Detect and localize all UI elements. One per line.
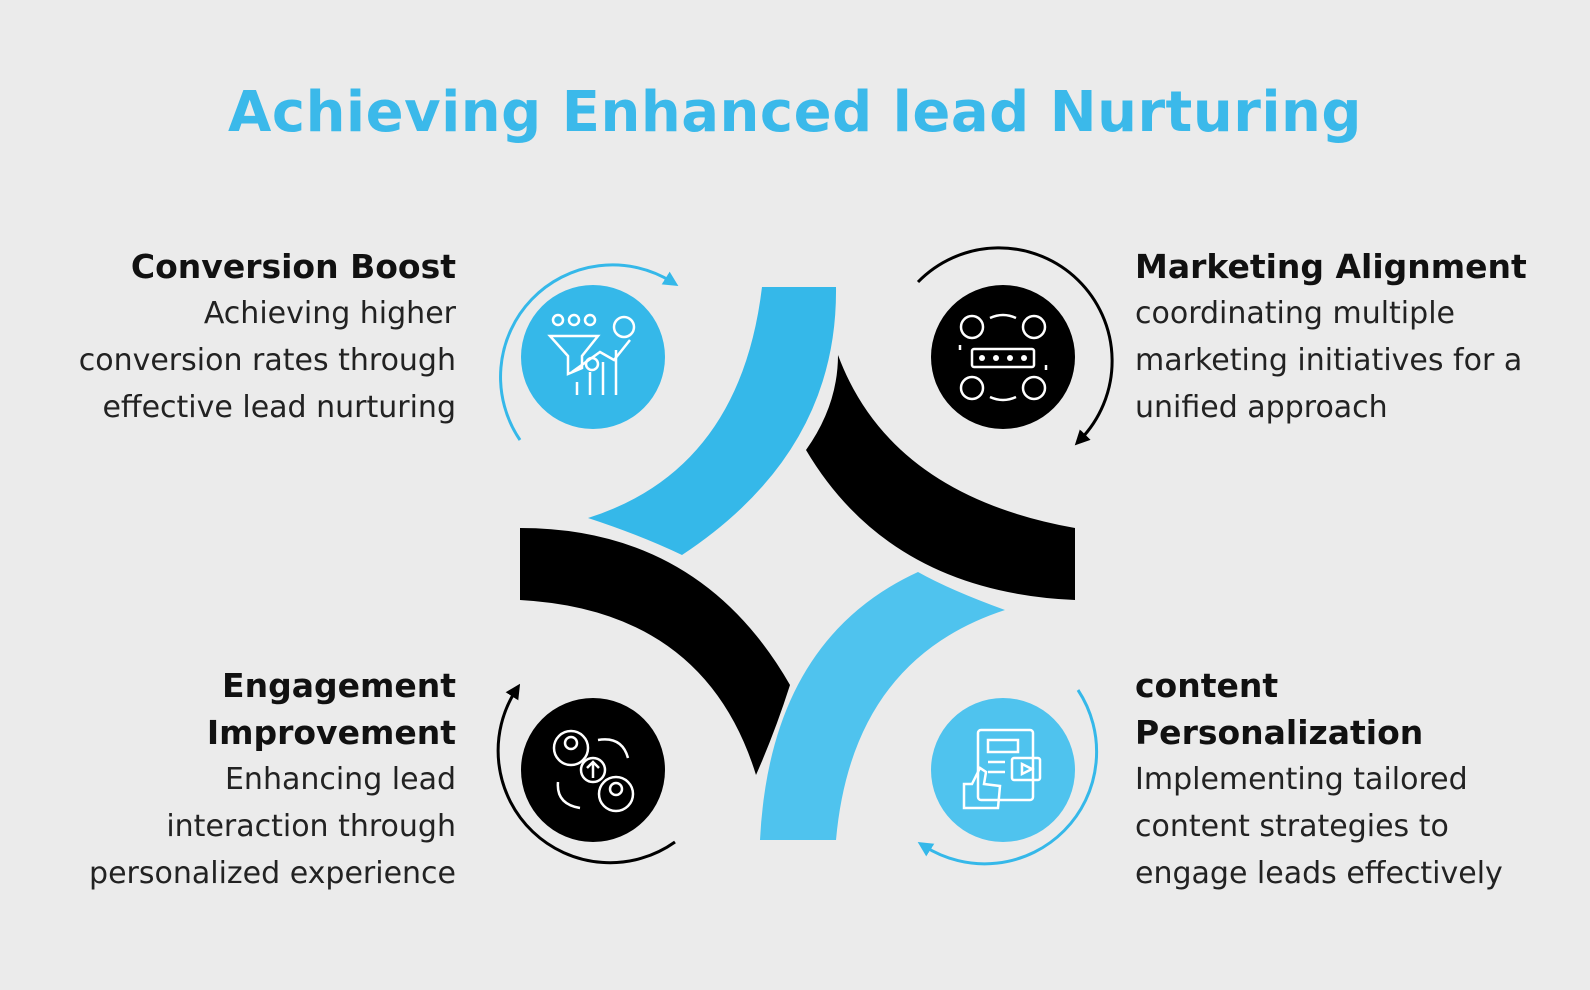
content-personalization-heading: Personalization: [1135, 713, 1424, 752]
content-personalization-heading: content: [1135, 666, 1279, 705]
engagement-improvement-heading: Improvement: [206, 713, 456, 752]
funnel-growth-icon: [521, 285, 665, 429]
engagement-improvement-line: Enhancing lead: [224, 762, 456, 797]
petal-top-right: [806, 355, 1075, 600]
marketing-alignment-line: coordinating multiple: [1135, 296, 1455, 331]
team-rating-icon: [931, 285, 1075, 429]
conversion-boost-line: conversion rates through: [78, 343, 456, 378]
petal-top-left: [588, 287, 837, 555]
content-personalization-block: content Personalization Implementing tai…: [1135, 662, 1575, 897]
conversion-boost-block: Conversion Boost Achieving higher conver…: [16, 243, 456, 431]
marketing-alignment-block: Marketing Alignment coordinating multipl…: [1135, 243, 1575, 431]
marketing-alignment-heading: Marketing Alignment: [1135, 247, 1527, 286]
content-personalization-line: engage leads effectively: [1135, 856, 1503, 891]
content-personalization-line: Implementing tailored: [1135, 762, 1468, 797]
conversion-boost-heading: Conversion Boost: [130, 247, 456, 286]
page-title: Achieving Enhanced lead Nurturing: [228, 80, 1362, 145]
people-exchange-icon: [521, 698, 665, 842]
petal-bottom-right: [760, 572, 1005, 840]
content-like-icon: [931, 698, 1075, 842]
engagement-improvement-heading: Engagement: [222, 666, 456, 705]
engagement-improvement-line: personalized experience: [89, 856, 456, 891]
engagement-improvement-line: interaction through: [166, 809, 456, 844]
arrow-arc-top-right: [916, 246, 1114, 446]
marketing-alignment-line: unified approach: [1135, 390, 1388, 425]
arrow-arc-top-left: [499, 263, 679, 441]
marketing-alignment-line: marketing initiatives for a: [1135, 343, 1523, 378]
engagement-improvement-block: Engagement Improvement Enhancing lead in…: [16, 662, 456, 897]
content-personalization-line: content strategies to: [1135, 809, 1449, 844]
conversion-boost-line: effective lead nurturing: [102, 390, 456, 425]
arrow-arc-bottom-left: [496, 683, 676, 865]
conversion-boost-line: Achieving higher: [203, 296, 456, 331]
petal-bottom-left: [520, 528, 790, 775]
arrow-arc-bottom-right: [917, 689, 1099, 866]
